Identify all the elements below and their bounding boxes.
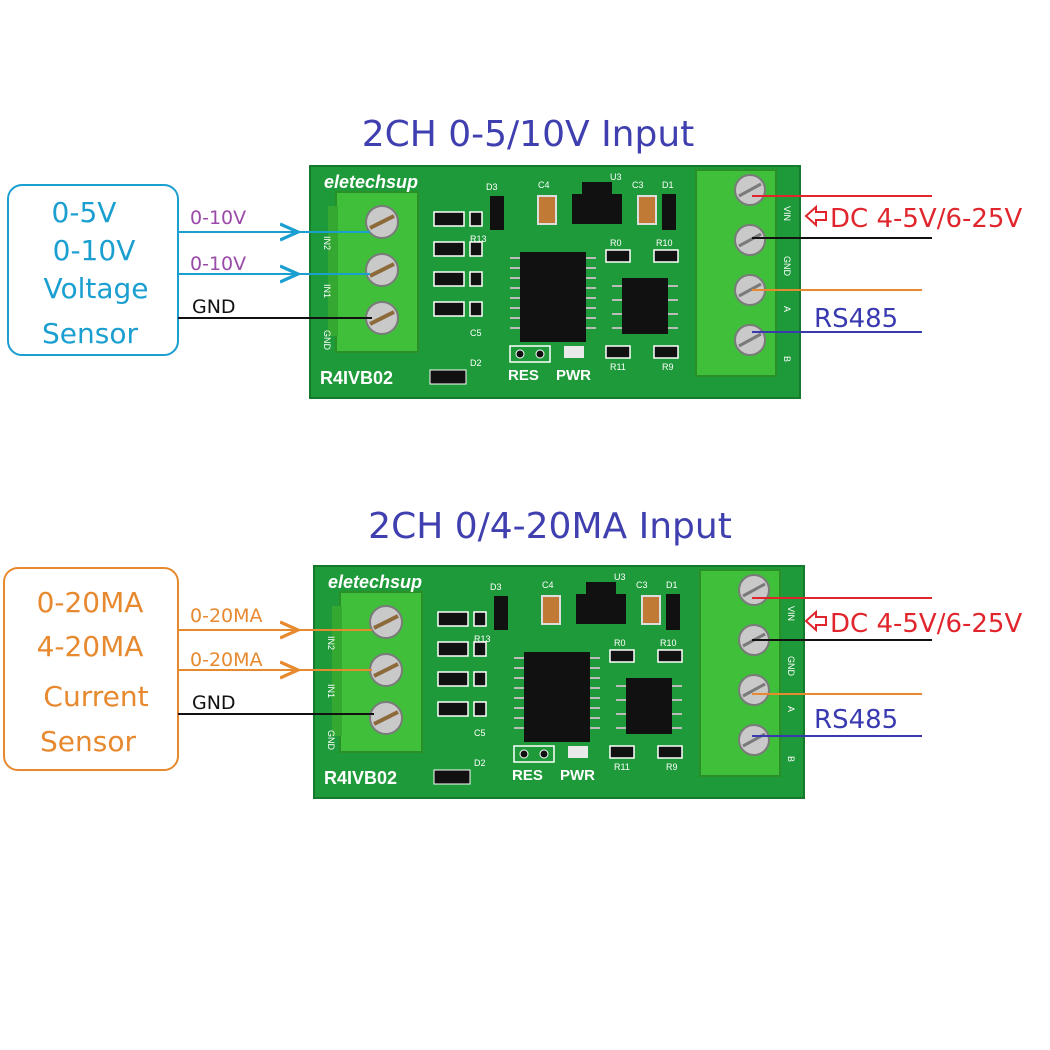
bottom-sensor-line-2: 4-20MA [37, 630, 144, 663]
bottom-pcb [312, 564, 806, 800]
top-wire-in2-label: 0-10V [190, 207, 246, 229]
bottom-power-label: DC 4-5V/6-25V [830, 609, 1022, 639]
bottom-wire-in2-label: 0-20MA [190, 605, 263, 627]
bottom-wire-gnd-label: GND [192, 692, 236, 714]
bottom-wire-in1-label: 0-20MA [190, 649, 263, 671]
top-sensor-line-1: 0-5V [52, 196, 117, 229]
top-pcb [308, 164, 802, 400]
bottom-power-arrow-icon [804, 609, 827, 633]
top-sensor-box [7, 184, 179, 356]
top-sensor-line-3: Voltage [43, 272, 148, 305]
top-sensor-line-2: 0-10V [53, 234, 136, 267]
top-sensor-line-4: Sensor [42, 317, 138, 350]
top-power-label: DC 4-5V/6-25V [830, 204, 1022, 234]
bottom-sensor-line-1: 0-20MA [37, 586, 144, 619]
top-wire-gnd-label: GND [192, 296, 236, 318]
bottom-sensor-line-3: Current [43, 680, 148, 713]
top-power-arrow-icon [804, 204, 827, 228]
bottom-rs485-label: RS485 [814, 705, 898, 735]
top-wire-in1-label: 0-10V [190, 253, 246, 275]
top-title: 2CH 0-5/10V Input [362, 114, 695, 155]
top-rs485-label: RS485 [814, 304, 898, 334]
bottom-sensor-line-4: Sensor [40, 725, 136, 758]
bottom-title: 2CH 0/4-20MA Input [368, 506, 732, 547]
